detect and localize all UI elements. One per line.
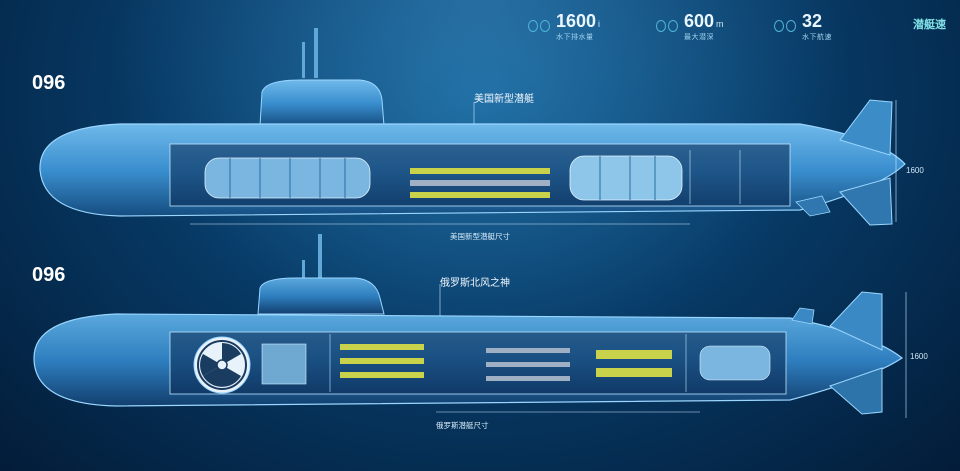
stat-value: 1600 xyxy=(556,10,597,31)
conning-tower xyxy=(257,277,385,315)
upper-rudder xyxy=(839,99,893,156)
submarine-name: 俄罗斯北风之神 xyxy=(440,278,510,289)
class-label: 096 xyxy=(32,264,66,286)
periscope-mast xyxy=(318,234,322,278)
missile-tube xyxy=(410,192,550,198)
ring-icon xyxy=(528,20,550,32)
dimension-label: 1600 xyxy=(910,352,928,361)
missile-tube xyxy=(596,368,672,377)
stat-value: 32 xyxy=(802,10,823,31)
propulsion-module xyxy=(569,155,683,201)
lower-rudder xyxy=(839,177,893,226)
missile-tube xyxy=(596,350,672,359)
upper-rudder xyxy=(829,291,883,351)
control-panel xyxy=(261,343,307,385)
stat-unit: m xyxy=(716,18,724,29)
submarine-diagram-2 xyxy=(33,234,907,418)
class-label: 096 xyxy=(32,72,66,94)
missile-tube xyxy=(340,372,424,378)
ring-icon xyxy=(656,20,678,32)
missile-tube xyxy=(340,344,424,350)
missile-tube xyxy=(410,180,550,186)
reactor-module xyxy=(204,157,371,199)
ring-icon xyxy=(774,20,796,32)
torpedo-tube xyxy=(486,348,570,353)
stern-plane xyxy=(791,307,815,325)
submarine-diagram-1 xyxy=(39,28,906,226)
dimension-caption: 美国新型潜艇尺寸 xyxy=(450,232,510,241)
dimension-caption: 俄罗斯潜艇尺寸 xyxy=(436,421,489,430)
brand-logo: 潜艇速 xyxy=(913,19,946,31)
hud-stat-speed: 32 水下航速 xyxy=(774,8,832,44)
periscope-mast xyxy=(314,28,318,78)
stat-caption: 水下航速 xyxy=(802,33,832,41)
stat-value: 600 xyxy=(684,10,715,31)
stern-plane xyxy=(795,195,831,217)
lower-rudder xyxy=(829,367,883,415)
antenna-mast xyxy=(302,42,305,78)
antenna-mast xyxy=(302,260,305,282)
missile-tube xyxy=(340,358,424,364)
stat-unit: i xyxy=(598,18,601,29)
stat-caption: 水下排水量 xyxy=(556,33,594,41)
propulsion-module xyxy=(699,345,771,381)
stat-caption: 最大潜深 xyxy=(684,33,714,41)
dimension-label: 1600 xyxy=(906,166,924,175)
submarine-name: 美国新型潜艇 xyxy=(474,94,534,105)
torpedo-tube xyxy=(486,362,570,367)
missile-tube xyxy=(410,168,550,174)
torpedo-tube xyxy=(486,376,570,381)
conning-tower xyxy=(259,79,385,127)
